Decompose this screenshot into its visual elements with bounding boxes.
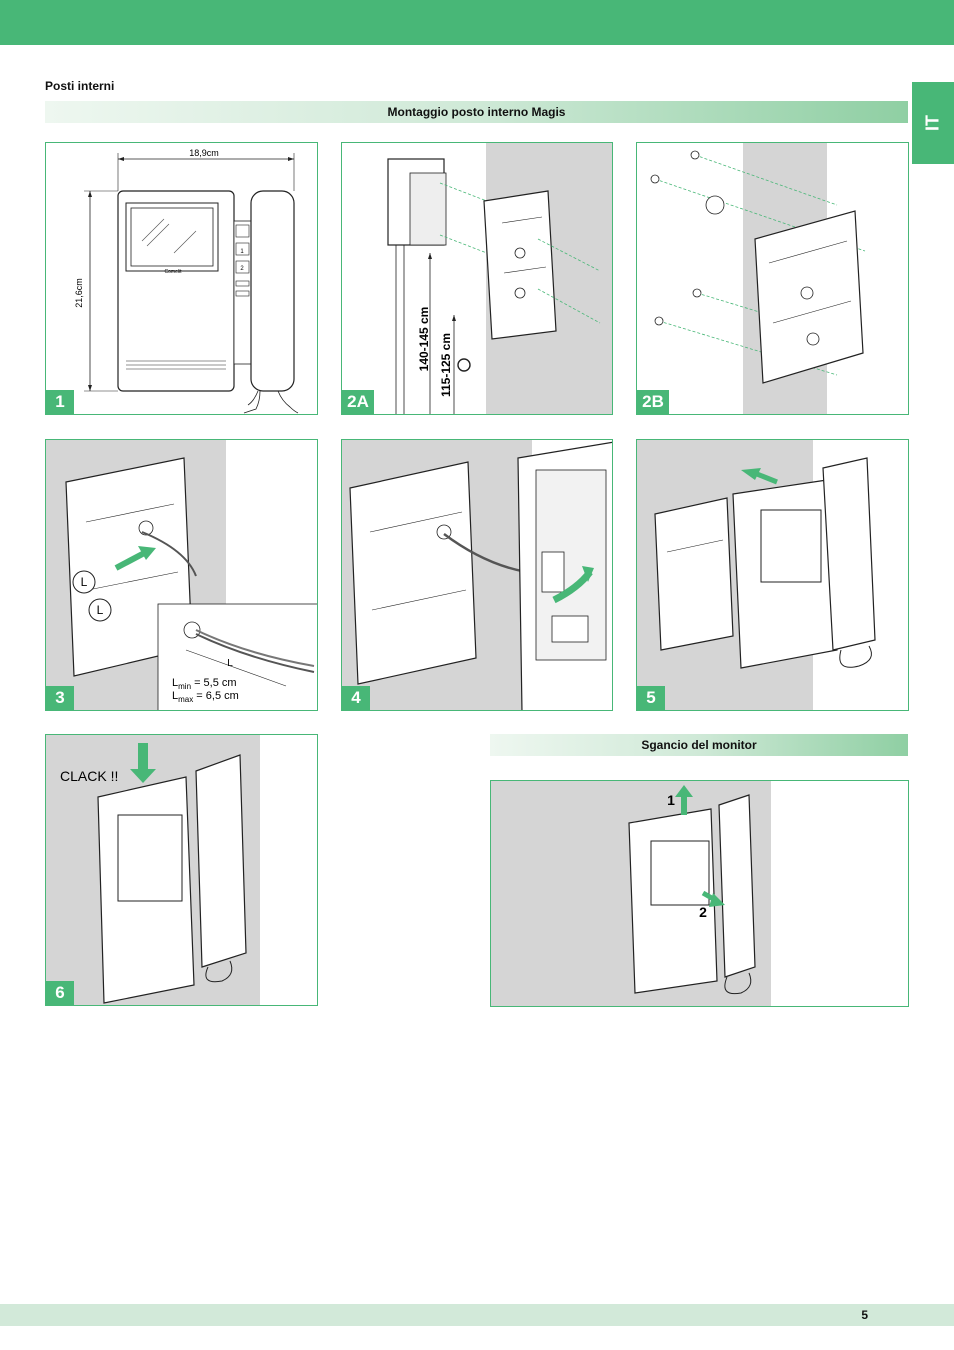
monitor-dimensions-drawing: 18,9cm 21,6cm Comelit 1 2 <box>74 148 299 414</box>
footer-bar: 5 <box>0 1304 954 1326</box>
hook-monitor-drawing <box>637 440 876 710</box>
step-3-badge: 3 <box>46 686 74 710</box>
section-title: Posti interni <box>45 79 115 93</box>
panel-2a-mounting-height: 140-145 cm 115-125 cm 2A <box>341 142 613 415</box>
height-label: 21,6cm <box>74 278 84 308</box>
height-accessible-label: 115-125 cm <box>439 333 453 397</box>
step-1-badge: 1 <box>46 390 74 414</box>
clack-text: CLACK !! <box>60 768 118 784</box>
mounting-height-drawing: 140-145 cm 115-125 cm <box>387 143 612 414</box>
top-header-bar <box>0 0 954 45</box>
language-tab[interactable]: IT <box>912 82 954 164</box>
panel-6-snap-fit: CLACK !! 6 <box>45 734 318 1006</box>
height-standard-label: 140-145 cm <box>417 307 431 372</box>
release-monitor-drawing: 1 2 <box>491 781 771 1006</box>
mounting-band-title: Montaggio posto interno Magis <box>45 101 908 123</box>
connection-drawing <box>342 440 612 710</box>
wall-plate-drawing <box>650 143 866 414</box>
step-5-badge: 5 <box>637 686 665 710</box>
step-4-badge: 4 <box>342 686 370 710</box>
page-number: 5 <box>861 1308 868 1322</box>
panel-4-connection: 4 <box>341 439 613 711</box>
snap-fit-drawing: CLACK !! <box>46 735 260 1005</box>
release-band-title: Sgancio del monitor <box>490 734 908 756</box>
release-arrow-2-label: 2 <box>699 904 707 920</box>
panel-5-hook-monitor: 5 <box>636 439 909 711</box>
panel-2b-wall-plate: 2B <box>636 142 909 415</box>
panel-1-dimensions: 18,9cm 21,6cm Comelit 1 2 1 <box>45 142 318 415</box>
panel-3-cable-length: L L L Lmin = 5,5 cm Lmax = 6,5 cm 3 <box>45 439 318 711</box>
marker-l2: L <box>97 603 104 617</box>
step-2a-badge: 2A <box>342 390 374 414</box>
key-2-label: 2 <box>240 266 244 272</box>
lmin-line: Lmin = 5,5 cm <box>172 677 237 691</box>
brand-logo: Comelit <box>165 269 183 275</box>
length-l-label: L <box>227 658 233 669</box>
language-tab-label: IT <box>922 115 943 131</box>
step-6-badge: 6 <box>46 981 74 1005</box>
key-1-label: 1 <box>240 249 244 255</box>
wheelchair-icon <box>457 358 471 372</box>
width-label: 18,9cm <box>189 148 219 158</box>
lmax-line: Lmax = 6,5 cm <box>172 690 239 704</box>
step-2b-badge: 2B <box>637 390 669 414</box>
panel-release-monitor: 1 2 <box>490 780 909 1007</box>
release-arrow-1-label: 1 <box>667 792 675 808</box>
marker-l1: L <box>81 575 88 589</box>
cable-length-drawing: L L L Lmin = 5,5 cm Lmax = 6,5 cm <box>46 440 317 710</box>
